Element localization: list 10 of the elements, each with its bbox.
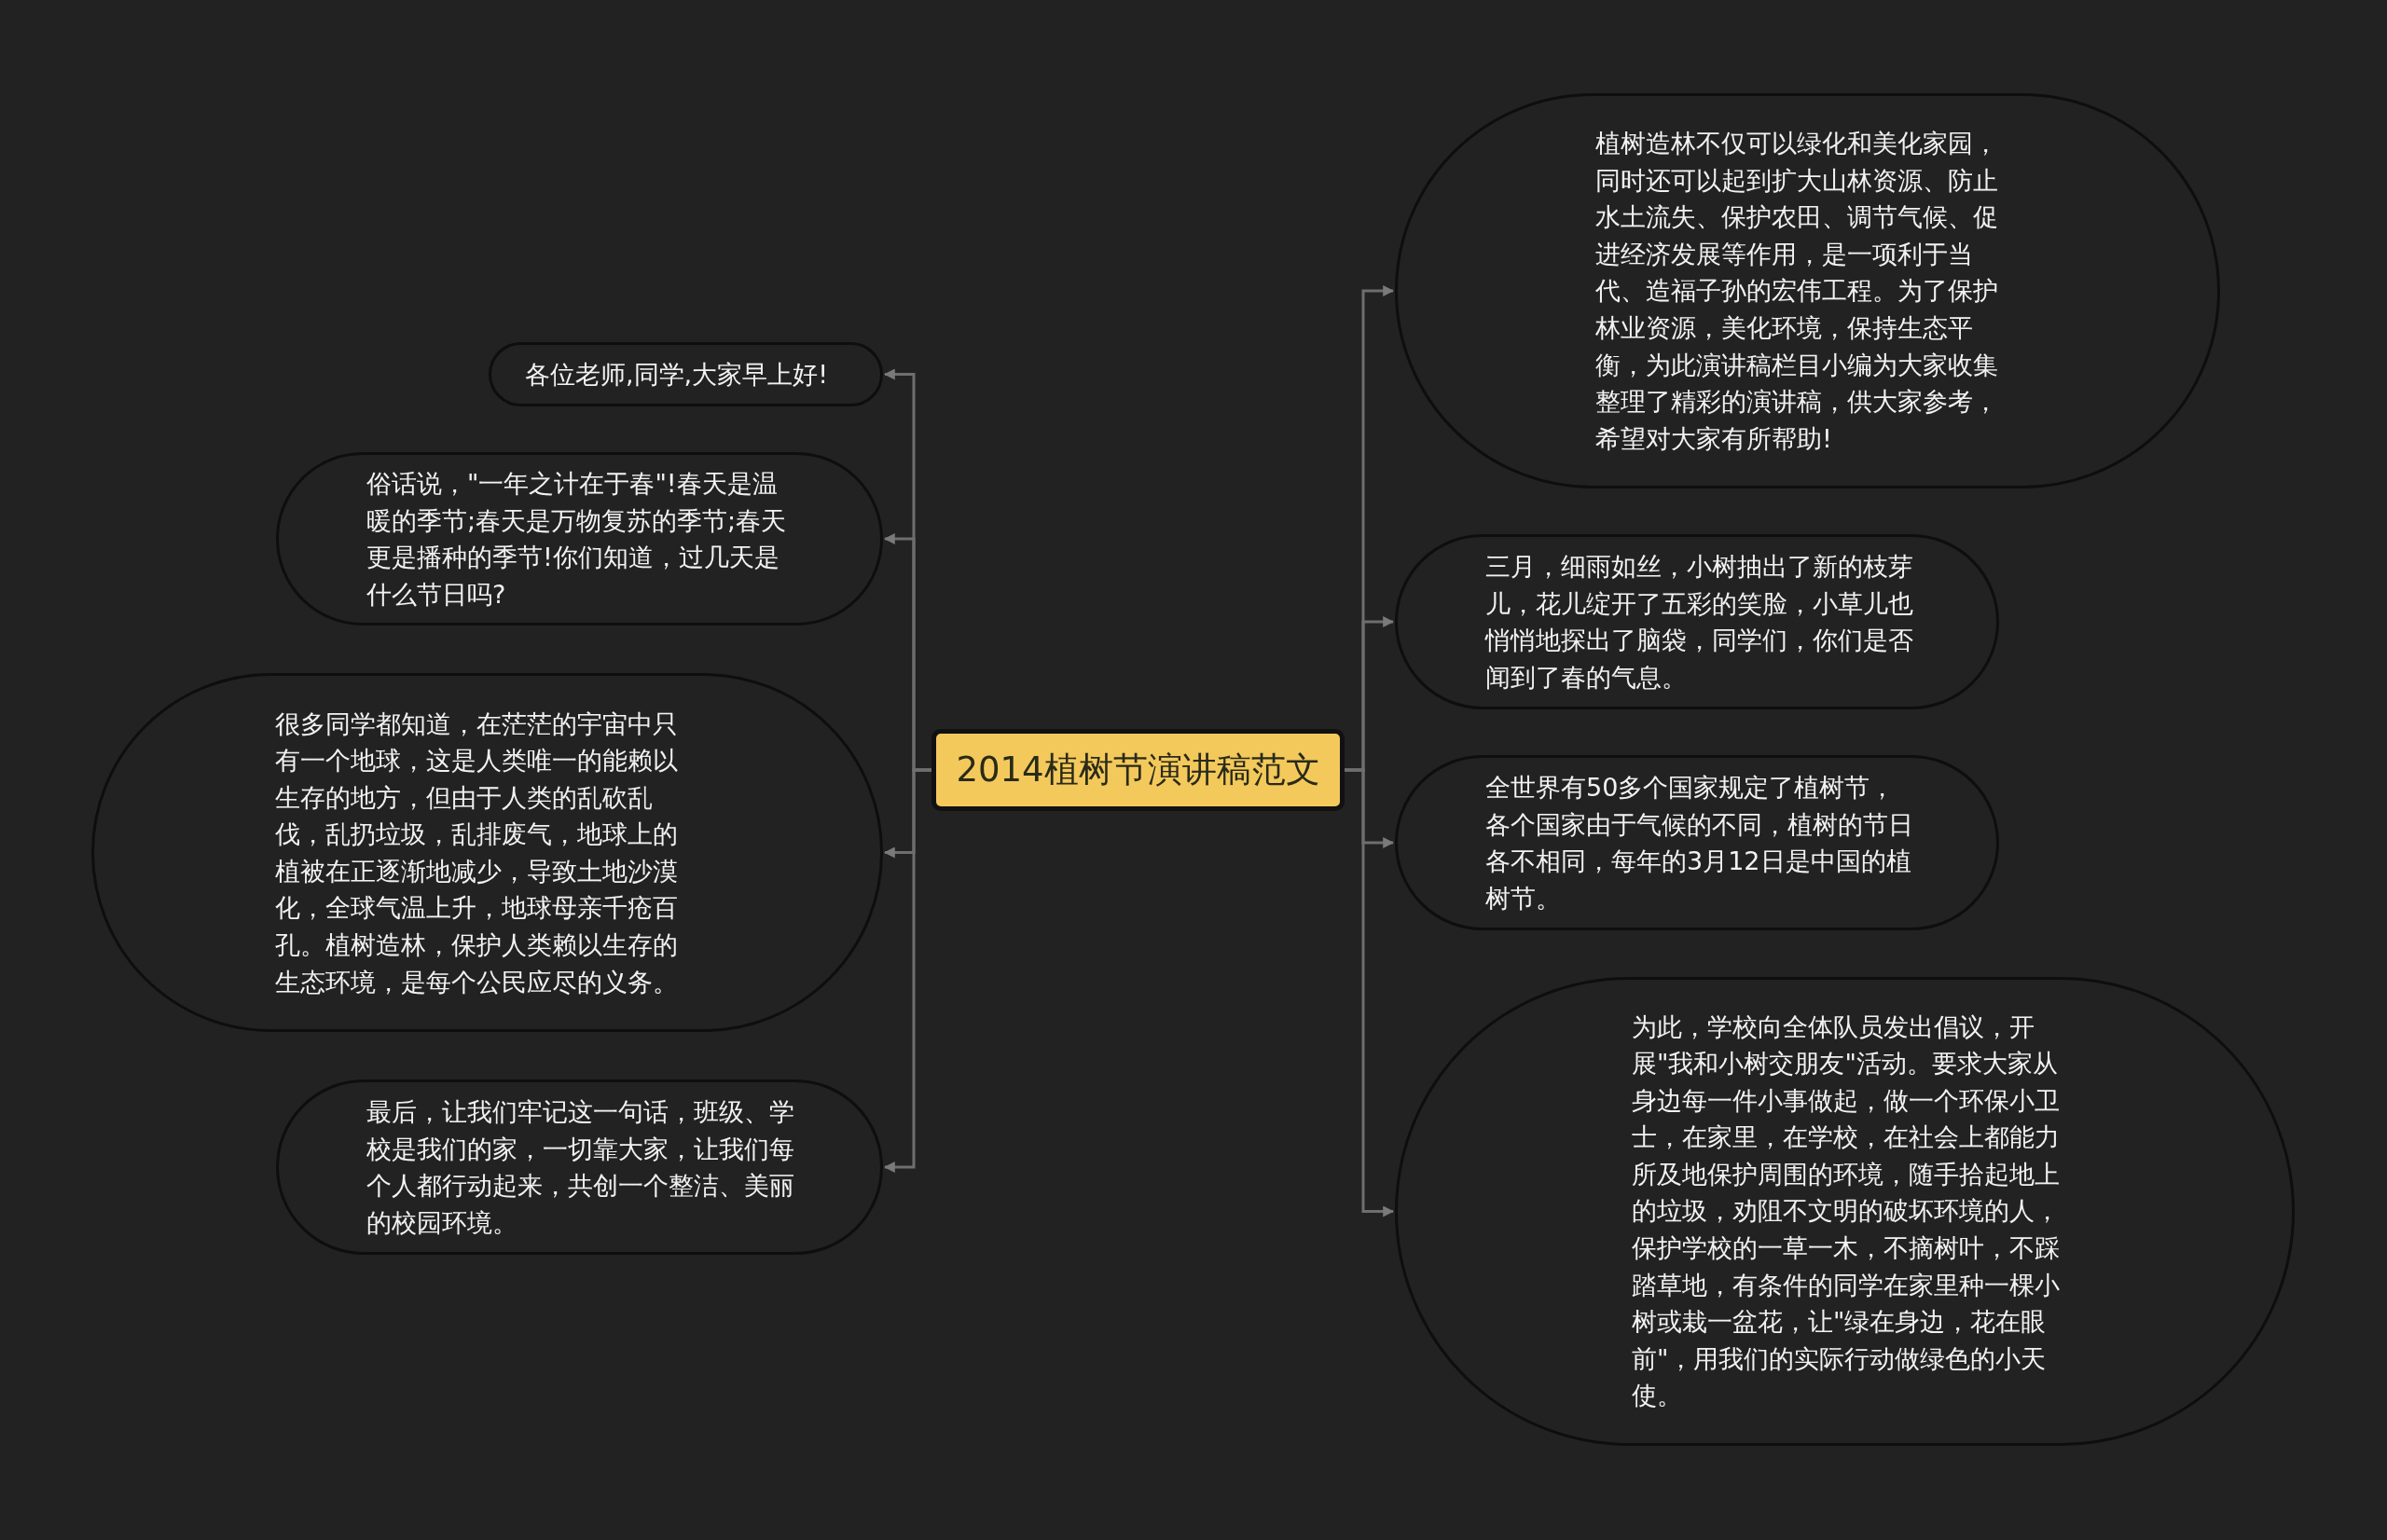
central-topic: 2014植树节演讲稿范文 xyxy=(931,729,1345,811)
topic-text: 全世界有50多个国家规定了植树节，各个国家由于气候的不同，植树的节日各不相同，每年的3月12日是中国的植树节。 xyxy=(1485,771,1914,914)
topic-text: 各位老师,同学,大家早上好! xyxy=(525,358,829,391)
topic-text: 最后，让我们牢记这一句话，班级、学校是我们的家，一切靠大家，让我们每个人都行动起来，共创一个整洁、美丽的校园环境。 xyxy=(366,1095,795,1239)
topic-text: 三月，细雨如丝，小树抽出了新的枝芽儿，花儿绽开了五彩的笑脸，小草儿也悄悄地探出了脑袋，同学们，你们是否闻到了春的气息。 xyxy=(1485,550,1914,694)
topic-text: 为此，学校向全体队员发出倡议，开展"我和小树交朋友"活动。要求大家从身边每一件小事做起，做一个环保小卫士，在家里，在学校，在社会上都能力所及地保护周围的环境，随手拾起地上的垃圾，劝阻不文明的破坏环境的人，保护学校的一草一木，不摘树叶，不踩踏草地，有条件的同学在家里种一棵小树或栽一盆花，让"绿在身边，花在眼前"，用我们的实际行动做绿色的小天使。 xyxy=(1632,1011,2061,1412)
topic-text: 俗话说，"一年之计在于春"!春天是温暖的季节;春天是万物复苏的季节;春天更是播种的季节!你们知道，过几天是什么节日吗? xyxy=(366,467,788,611)
connector-arrow xyxy=(883,768,931,1173)
topic-text: 植树造林不仅可以绿化和美化家园，同时还可以起到扩大山林资源、防止水土流失、保护农田、调节气候、促进经济发展等作用，是一项利于当代、造福子孙的宏伟工程。为了保护林业资源，美化环境，保持生态平衡，为此演讲稿栏目小编为大家收集整理了精彩的演讲稿，供大家参考，希望对大家有所帮助! xyxy=(1595,127,1999,455)
topic-text: 很多同学都知道，在茫茫的宇宙中只有一个地球，这是人类唯一的能赖以生存的地方，但由于人类的乱砍乱伐，乱扔垃圾，乱排废气，地球上的植被在正逐渐地减少，导致土地沙漠化，全球气温上升，地球母亲千疮百孔。植树造林，保护人类赖以生存的生态环境，是每个公民应尽的义务。 xyxy=(275,708,679,998)
